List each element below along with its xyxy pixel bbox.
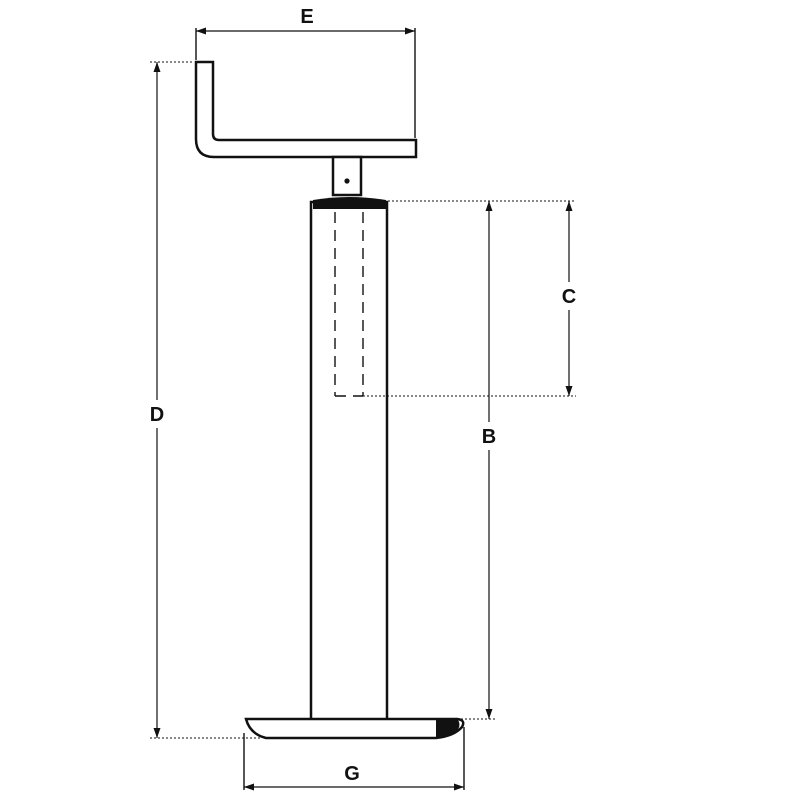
- dim-c-arrow-top: [565, 201, 573, 211]
- dim-d-label-bg: [144, 400, 170, 428]
- foot-plate-shadow: [436, 720, 460, 737]
- dim-b-arrow-top: [485, 201, 493, 211]
- dim-e-label: E: [300, 6, 313, 28]
- neck-connector: [331, 155, 363, 197]
- dim-g-label: G: [344, 763, 360, 785]
- dim-c-arrow-bottom: [565, 386, 573, 396]
- dim-e-arrow-left: [196, 27, 206, 35]
- dim-b-label-bg: [474, 422, 504, 450]
- foot-plate: [244, 717, 465, 740]
- tube-collar: [313, 197, 386, 209]
- dim-e-arrow-right: [405, 27, 415, 35]
- dim-d-arrow-bottom: [153, 728, 161, 738]
- main-tube: [309, 200, 389, 722]
- pin-hole: [344, 178, 350, 184]
- dim-d-arrow-top: [153, 62, 161, 72]
- head-bracket: [194, 60, 418, 159]
- dim-b-arrow-bottom: [485, 709, 493, 719]
- dim-c-label-bg: [554, 282, 584, 310]
- dim-g-arrow-left: [244, 783, 254, 791]
- dim-c-label: C: [562, 286, 576, 308]
- dim-b-label: B: [482, 426, 496, 448]
- dim-g-arrow-right: [454, 783, 464, 791]
- dim-d-label: D: [150, 404, 164, 426]
